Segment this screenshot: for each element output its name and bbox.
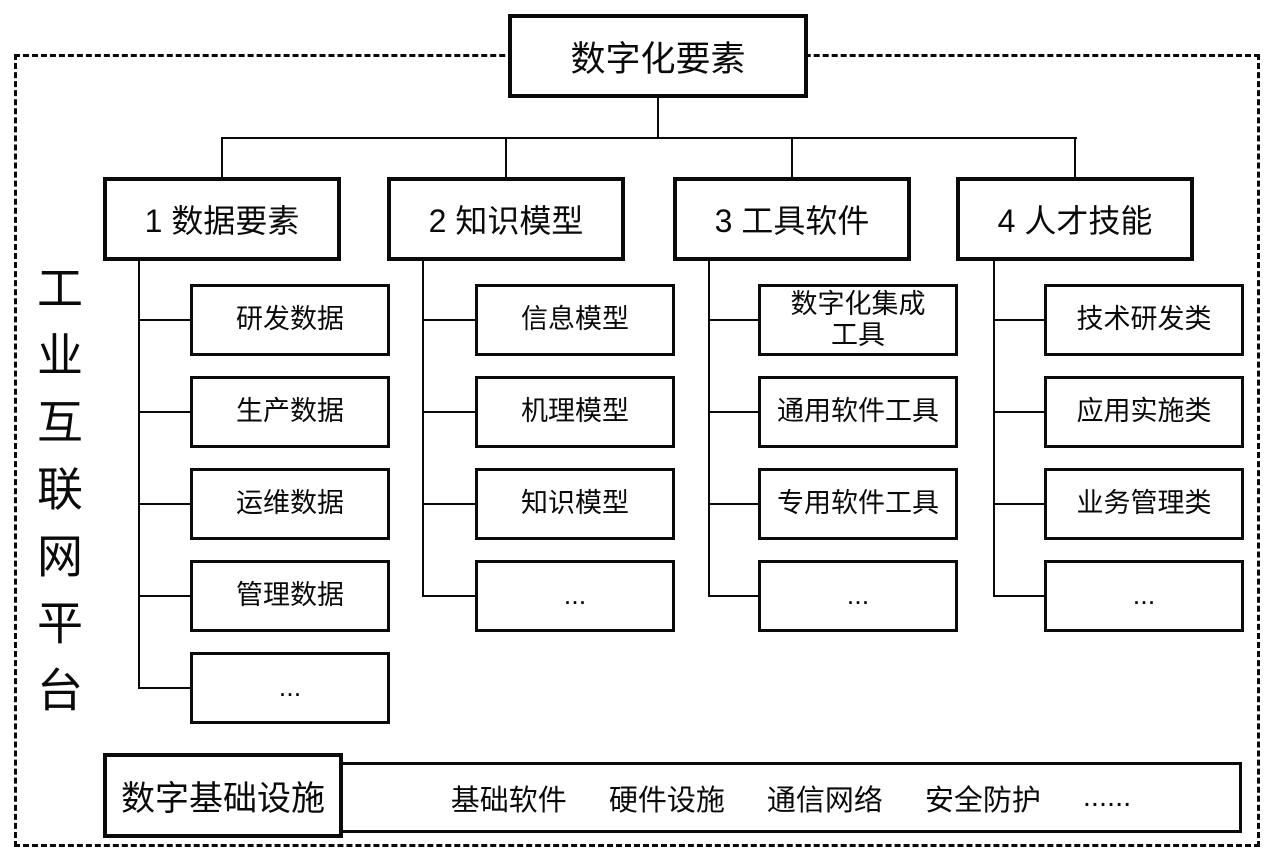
child-label: 业务管理类: [1076, 488, 1212, 519]
stub-col4-row3: [993, 503, 1044, 505]
infra-item-ellipsis: ......: [1082, 781, 1132, 813]
connector-drop-col3: [791, 137, 793, 178]
child-label: ...: [1132, 580, 1156, 611]
spine-col1: [138, 260, 140, 689]
platform-label: 工业互联网平台: [31, 264, 83, 733]
child-box: 业务管理类: [1044, 468, 1244, 540]
child-label: 运维数据: [236, 488, 344, 519]
infrastructure-label: 数字基础设施: [121, 780, 325, 818]
infra-item: 通信网络: [766, 784, 883, 817]
child-label: ...: [278, 672, 302, 703]
column-header-label: 2 知识模型: [428, 203, 584, 239]
spine-col3: [708, 260, 710, 597]
child-label: 知识模型: [521, 488, 629, 519]
child-box-ellipsis: ...: [190, 652, 390, 724]
connector-bus: [221, 137, 1077, 139]
child-box: 技术研发类: [1044, 284, 1244, 356]
child-box-ellipsis: ...: [758, 560, 958, 632]
column-header-label: 4 人才技能: [997, 203, 1153, 239]
child-box: 研发数据: [190, 284, 390, 356]
child-box: 通用软件工具: [758, 376, 958, 448]
child-box: 信息模型: [475, 284, 675, 356]
column-header-label: 1 数据要素: [144, 203, 300, 239]
child-box-ellipsis: ...: [475, 560, 675, 632]
infra-item: 基础软件: [450, 784, 567, 817]
stub-col2-row2: [422, 411, 475, 413]
child-box: 机理模型: [475, 376, 675, 448]
stub-col4-row1: [993, 319, 1044, 321]
infrastructure-items-box: 基础软件 硬件设施 通信网络 安全防护 ......: [340, 762, 1242, 833]
child-label: 数字化集成 工具: [790, 288, 926, 350]
stub-col3-row4: [708, 595, 758, 597]
connector-root-riser: [657, 98, 659, 138]
child-label: ...: [846, 580, 870, 611]
spine-col2: [422, 260, 424, 597]
child-box: 生产数据: [190, 376, 390, 448]
spine-col4: [993, 260, 995, 597]
stub-col2-row3: [422, 503, 475, 505]
column-header-label: 3 工具软件: [714, 203, 870, 239]
stub-col1-row3: [138, 503, 190, 505]
stub-col1-row4: [138, 595, 190, 597]
child-label: ...: [563, 580, 587, 611]
stub-col1-row1: [138, 319, 190, 321]
stub-col1-row5: [138, 687, 190, 689]
child-label: 通用软件工具: [777, 396, 939, 427]
infrastructure-label-box: 数字基础设施: [103, 753, 343, 838]
connector-drop-col2: [505, 137, 507, 178]
infrastructure-items: 基础软件 硬件设施 通信网络 安全防护 ......: [451, 777, 1131, 819]
child-label: 专用软件工具: [777, 488, 939, 519]
child-label: 应用实施类: [1076, 396, 1212, 427]
child-label: 研发数据: [236, 304, 344, 335]
child-box: 应用实施类: [1044, 376, 1244, 448]
root-box: 数字化要素: [508, 14, 808, 98]
child-box: 数字化集成 工具: [758, 284, 958, 356]
column-header-talent: 4 人才技能: [956, 177, 1194, 261]
stub-col3-row1: [708, 319, 758, 321]
child-label: 机理模型: [521, 396, 629, 427]
infra-item: 安全防护: [924, 784, 1041, 817]
stub-col4-row2: [993, 411, 1044, 413]
stub-col2-row4: [422, 595, 475, 597]
child-label: 技术研发类: [1076, 304, 1212, 335]
connector-drop-col1: [221, 137, 223, 178]
column-header-tools: 3 工具软件: [673, 177, 911, 261]
child-label: 管理数据: [236, 580, 344, 611]
column-header-data: 1 数据要素: [103, 177, 341, 261]
stub-col2-row1: [422, 319, 475, 321]
root-label: 数字化要素: [570, 39, 746, 79]
child-box: 管理数据: [190, 560, 390, 632]
stub-col1-row2: [138, 411, 190, 413]
child-label: 信息模型: [521, 304, 629, 335]
stub-col3-row3: [708, 503, 758, 505]
column-header-knowledge: 2 知识模型: [387, 177, 625, 261]
infra-item: 硬件设施: [608, 784, 725, 817]
stub-col3-row2: [708, 411, 758, 413]
child-box: 专用软件工具: [758, 468, 958, 540]
child-box-ellipsis: ...: [1044, 560, 1244, 632]
connector-drop-col4: [1074, 137, 1076, 178]
child-box: 知识模型: [475, 468, 675, 540]
stub-col4-row4: [993, 595, 1044, 597]
child-label: 生产数据: [236, 396, 344, 427]
child-box: 运维数据: [190, 468, 390, 540]
